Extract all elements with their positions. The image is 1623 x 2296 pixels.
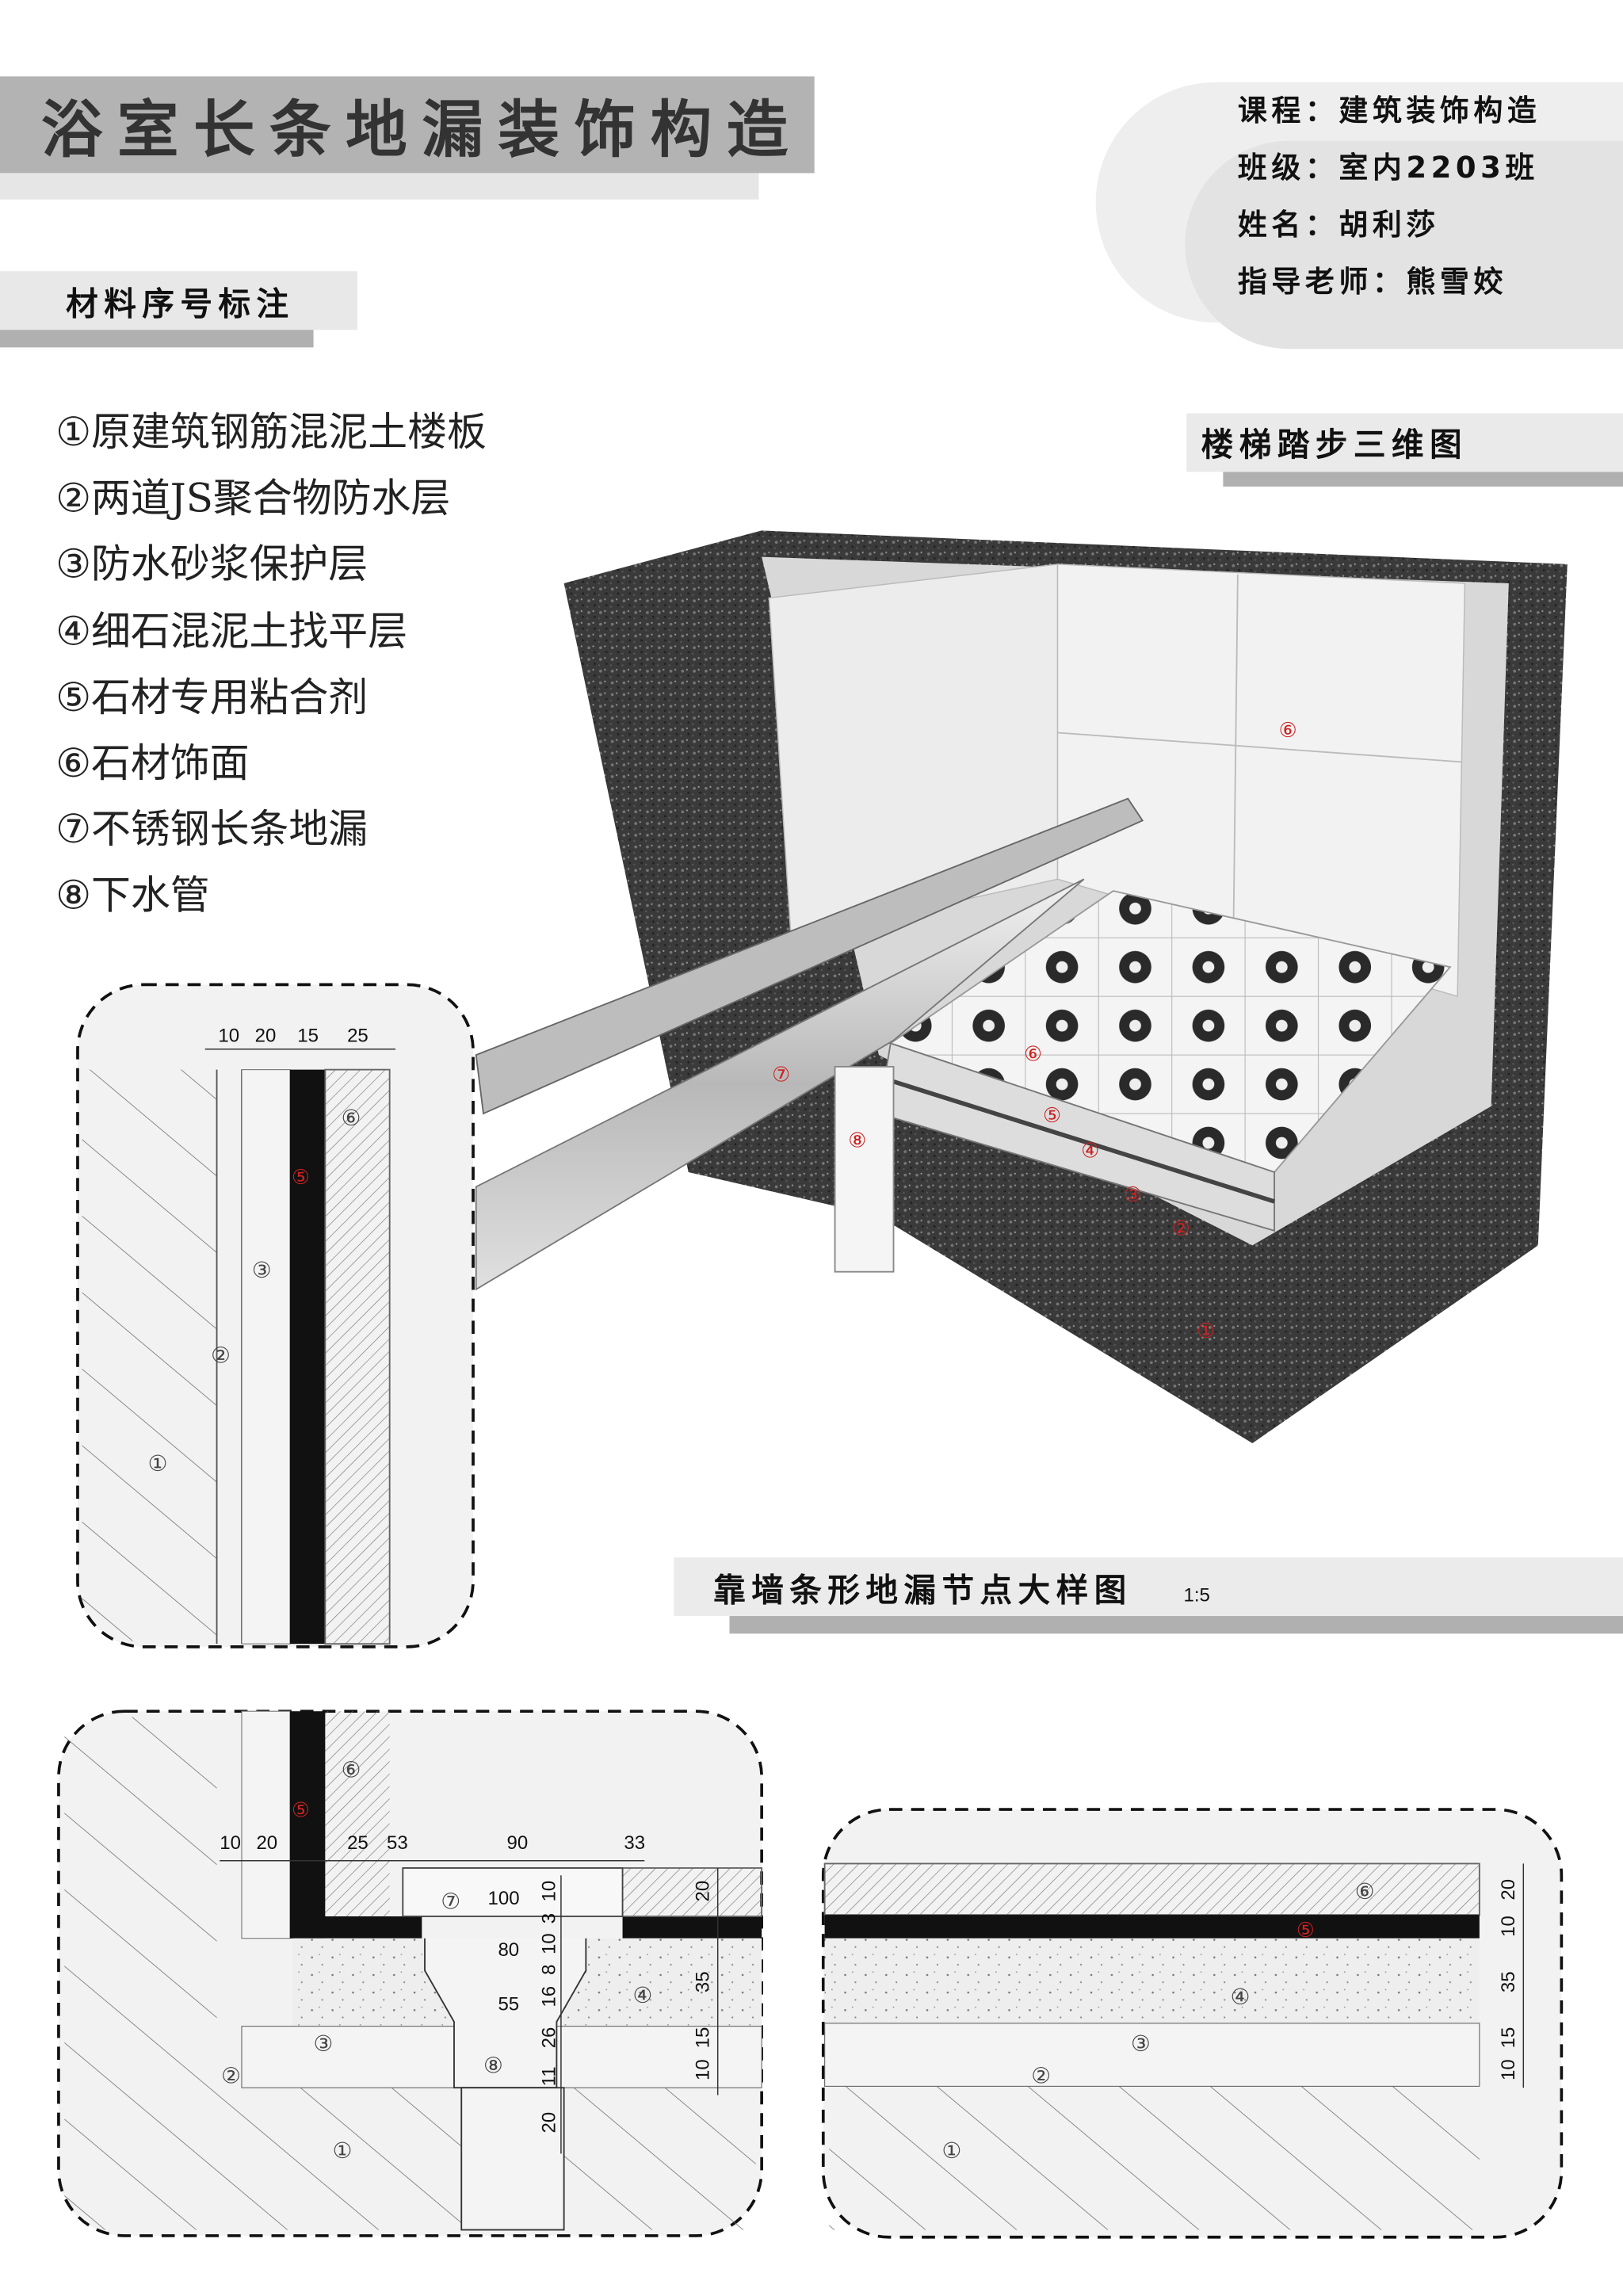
- view3d-marker-6b: ⑥: [1024, 1043, 1042, 1067]
- marker-5: ⑤: [1296, 1919, 1315, 1943]
- info-class: 班级：室内2203班: [1238, 151, 1539, 185]
- marker-3: ③: [1131, 2030, 1151, 2057]
- dim: 15: [693, 2027, 714, 2049]
- marker-7: ⑦: [441, 1889, 460, 1915]
- drain-section: 10 20 25 53 90 33 100 80 55 10 3 10 8 16…: [57, 1710, 764, 2237]
- legend-item: ②两道JS聚合物防水层: [55, 475, 450, 521]
- view3d-marker-6: ⑥: [1279, 719, 1297, 743]
- legend-item: ④细石混泥土找平层: [55, 609, 407, 655]
- dim: 10: [539, 1881, 560, 1902]
- dim: 10: [539, 1933, 560, 1954]
- info-block: 课程：建筑装饰构造 班级：室内2203班 姓名：胡利莎 指导老师：熊雪姣: [1095, 82, 1623, 350]
- legend: 材料序号标注 ①原建筑钢筋混泥土楼板 ②两道JS聚合物防水层 ③防水砂浆保护层 …: [0, 271, 487, 918]
- dim: 55: [498, 1993, 519, 2015]
- legend-list: ①原建筑钢筋混泥土楼板 ②两道JS聚合物防水层 ③防水砂浆保护层 ④细石混泥土找…: [55, 409, 487, 918]
- marker-5: ⑤: [292, 1798, 310, 1822]
- detail-scale: 1:5: [1183, 1585, 1209, 1606]
- wall-section: 10 20 15 25 ⑥ ⑤ ③ ② ①: [76, 983, 475, 1648]
- legend-item: ①原建筑钢筋混泥土楼板: [55, 409, 487, 455]
- dim: 3: [539, 1913, 560, 1924]
- dim: 11: [539, 2066, 560, 2086]
- dim: 10: [1498, 1916, 1519, 1937]
- marker-3: ③: [252, 1257, 272, 1283]
- dim: 20: [1498, 1879, 1519, 1901]
- view3d-marker-7: ⑦: [772, 1063, 790, 1087]
- view3d-title: 楼梯踏步三维图: [1201, 426, 1468, 464]
- dim: 35: [693, 1971, 714, 1992]
- dim: 25: [347, 1832, 369, 1854]
- legend-item: ⑧下水管: [55, 872, 209, 918]
- view3d-heading: 楼梯踏步三维图: [1186, 413, 1623, 487]
- dim: 80: [498, 1939, 519, 1961]
- title-banner: 浴室长条地漏装饰构造: [0, 76, 815, 200]
- marker-6: ⑥: [342, 1756, 361, 1782]
- dim: 16: [539, 1986, 560, 2008]
- marker-2: ②: [1031, 2063, 1051, 2089]
- marker-1: ①: [148, 1450, 168, 1477]
- legend-item: ③防水砂浆保护层: [55, 541, 368, 587]
- marker-5: ⑤: [292, 1166, 310, 1190]
- view3d-marker-3: ③: [1124, 1183, 1142, 1207]
- marker-6: ⑥: [1355, 1878, 1375, 1904]
- view3d-render: ⑥ ⑦ ⑧ ⑥ ⑤ ④ ③ ② ①: [475, 530, 1568, 1443]
- view3d-marker-8: ⑧: [848, 1129, 866, 1153]
- dim: 100: [488, 1888, 520, 1909]
- legend-item: ⑦不锈钢长条地漏: [55, 806, 368, 852]
- detail-heading: 靠墙条形地漏节点大样图 1:5: [674, 1557, 1623, 1634]
- marker-4: ④: [632, 1982, 652, 2008]
- view3d-marker-1: ①: [1197, 1320, 1215, 1343]
- marker-8: ⑧: [483, 2053, 503, 2079]
- dim: 10: [220, 1832, 241, 1854]
- vertical-dims: 10 3 10 8 16 26 11 20: [539, 1875, 562, 2154]
- dim: 20: [693, 1881, 714, 1902]
- info-name: 姓名：胡利莎: [1238, 208, 1440, 242]
- dim: 26: [539, 2027, 560, 2049]
- dim: 20: [255, 1025, 277, 1046]
- view3d-marker-4: ④: [1081, 1140, 1099, 1163]
- info-teacher: 指导老师：熊雪姣: [1238, 265, 1507, 299]
- floor-section: 20 10 35 15 10 ⑥ ⑤ ④ ③ ② ①: [821, 1808, 1564, 2239]
- dim: 15: [1498, 2027, 1519, 2049]
- dim: 20: [256, 1832, 277, 1854]
- legend-title: 材料序号标注: [66, 285, 294, 323]
- marker-1: ①: [333, 2137, 353, 2164]
- page-title: 浴室长条地漏装饰构造: [41, 95, 803, 166]
- dim: 25: [347, 1025, 369, 1046]
- marker-3: ③: [314, 2030, 334, 2057]
- marker-4: ④: [1231, 1984, 1251, 2010]
- marker-1: ①: [942, 2137, 962, 2164]
- dim: 8: [539, 1965, 560, 1975]
- view3d-marker-5: ⑤: [1043, 1104, 1061, 1128]
- dim: 20: [539, 2112, 560, 2134]
- marker-2: ②: [211, 1342, 231, 1368]
- marker-2: ②: [221, 2063, 241, 2089]
- legend-item: ⑥石材饰面: [55, 740, 249, 786]
- dim: 53: [387, 1832, 408, 1854]
- marker-6: ⑥: [342, 1105, 361, 1131]
- dim: 33: [624, 1832, 645, 1854]
- dim: 90: [507, 1832, 529, 1854]
- dim: 10: [218, 1025, 239, 1046]
- right-dims: 20 35 15 10: [693, 1867, 719, 2095]
- dim: 35: [1498, 1971, 1519, 1992]
- dim: 10: [1498, 2059, 1519, 2080]
- info-course: 课程：建筑装饰构造: [1238, 94, 1541, 128]
- detail-title: 靠墙条形地漏节点大样图: [713, 1572, 1132, 1610]
- legend-item: ⑤石材专用粘合剂: [55, 674, 368, 720]
- dim: 15: [297, 1025, 319, 1046]
- dim: 10: [693, 2059, 714, 2080]
- view3d-marker-2: ②: [1172, 1217, 1190, 1240]
